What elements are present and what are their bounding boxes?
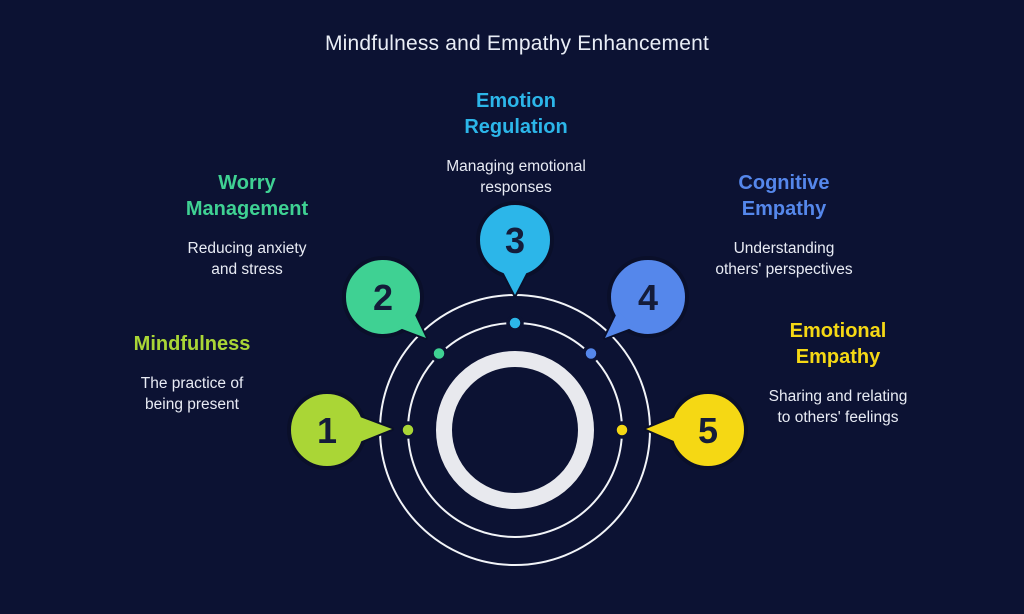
item-2-bubble: 2 bbox=[342, 256, 428, 340]
item-4-heading-line: Empathy bbox=[741, 198, 827, 220]
item-5-bubble-tail-fill bbox=[646, 414, 683, 445]
item-4-heading-line: Cognitive bbox=[738, 172, 830, 194]
center-ring bbox=[436, 351, 594, 509]
item-2-heading-line: Worry bbox=[218, 172, 276, 194]
item-4-orbit-dot bbox=[582, 344, 600, 363]
item-1-description-line: being present bbox=[145, 396, 239, 413]
item-3-label-block: Emotion Regulation Managing emotional re… bbox=[446, 88, 586, 198]
item-4-description-line: Understanding bbox=[733, 240, 835, 257]
item-1-heading: Mindfulness bbox=[134, 331, 251, 357]
item-2-number: 2 bbox=[373, 277, 393, 318]
item-1-label-block: Mindfulness The practice of being presen… bbox=[134, 331, 251, 415]
item-3-heading: Emotion Regulation bbox=[446, 88, 586, 140]
item-5-orbit-dot bbox=[613, 421, 631, 439]
item-2-description-line: and stress bbox=[211, 261, 283, 278]
item-3-description: Managing emotional responses bbox=[446, 156, 586, 198]
item-5-number: 5 bbox=[698, 410, 718, 451]
item-3-heading-line: Emotion bbox=[476, 90, 556, 112]
item-1-description-line: The practice of bbox=[140, 375, 244, 392]
item-5-label-block: Emotional Empathy Sharing and relating t… bbox=[769, 318, 908, 428]
item-1-orbit-dot bbox=[399, 421, 417, 439]
item-4-description: Understanding others' perspectives bbox=[715, 238, 852, 280]
item-3-bubble-tail-fill bbox=[500, 266, 530, 295]
item-5-heading-line: Empathy bbox=[795, 346, 881, 368]
item-5-description-line: to others' feelings bbox=[777, 409, 899, 426]
item-2-description: Reducing anxiety and stress bbox=[186, 238, 308, 280]
item-4-label-block: Cognitive Empathy Understanding others' … bbox=[715, 170, 852, 280]
item-4-heading: Cognitive Empathy bbox=[715, 170, 852, 222]
item-4-bubble: 4 bbox=[603, 256, 689, 340]
item-4-description-line: others' perspectives bbox=[715, 261, 853, 278]
item-2-bubble-circle bbox=[342, 256, 424, 338]
item-4-number: 4 bbox=[638, 277, 658, 318]
item-4-bubble-tail-fill bbox=[605, 311, 634, 338]
item-3-description-line: responses bbox=[480, 179, 552, 196]
item-3-heading-line: Regulation bbox=[464, 116, 568, 138]
item-2-heading: Worry Management bbox=[186, 170, 308, 222]
item-2-bubble-tail-fill bbox=[397, 311, 426, 338]
item-1-heading-line: Mindfulness bbox=[133, 333, 251, 355]
item-3-orbit-dot bbox=[506, 314, 524, 332]
item-5-heading-line: Emotional bbox=[789, 320, 887, 342]
item-2-description-line: Reducing anxiety bbox=[187, 240, 307, 257]
item-5-description: Sharing and relating to others' feelings bbox=[769, 386, 908, 428]
item-3-bubble: 3 bbox=[476, 201, 554, 297]
item-2-orbit-dot bbox=[430, 344, 448, 363]
item-2-heading-line: Management bbox=[185, 198, 309, 220]
item-4-bubble-circle bbox=[607, 256, 689, 338]
item-1-number: 1 bbox=[317, 410, 337, 451]
item-1-description: The practice of being present bbox=[134, 373, 251, 415]
item-5-description-line: Sharing and relating bbox=[768, 388, 908, 405]
item-5-heading: Emotional Empathy bbox=[769, 318, 908, 370]
item-1-bubble-tail-fill bbox=[352, 414, 392, 445]
item-2-label-block: Worry Management Reducing anxiety and st… bbox=[186, 170, 308, 280]
page-title: Mindfulness and Empathy Enhancement bbox=[324, 32, 710, 55]
item-3-description-line: Managing emotional bbox=[446, 158, 586, 175]
item-5-bubble: 5 bbox=[644, 390, 748, 470]
item-3-number: 3 bbox=[505, 220, 525, 261]
item-1-bubble: 1 bbox=[287, 390, 394, 470]
